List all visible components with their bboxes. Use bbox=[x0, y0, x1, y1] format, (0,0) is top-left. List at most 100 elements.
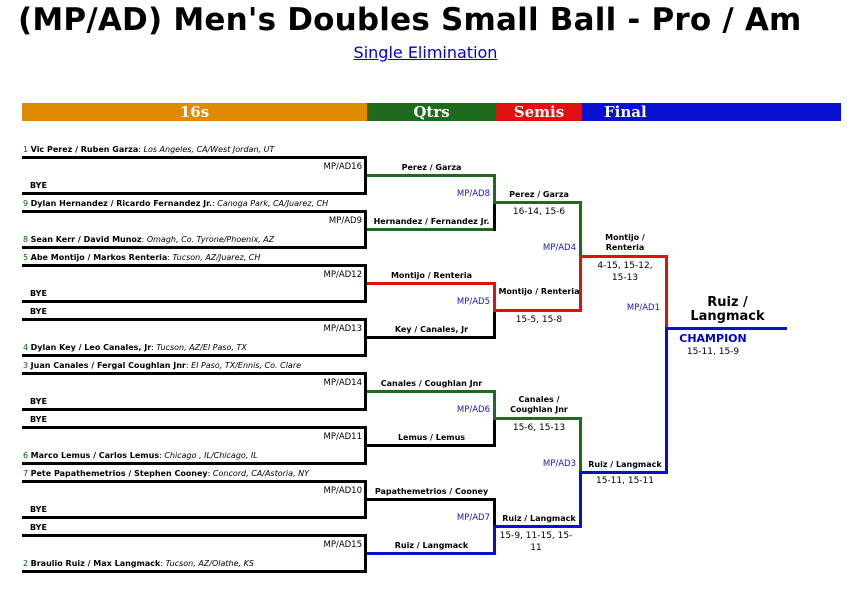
r16-connector bbox=[364, 480, 367, 519]
r16-connector bbox=[364, 264, 367, 303]
entry-separator: : bbox=[159, 451, 165, 460]
final-score: 15-11, 15-9 bbox=[686, 347, 740, 357]
qtr-score: 15-6, 15-13 bbox=[512, 423, 566, 433]
bracket-entry: 9 Dylan Hernandez / Ricardo Fernandez Jr… bbox=[23, 199, 328, 208]
entry-seed: 4 bbox=[23, 343, 31, 352]
r16-winner-name: Papathemetrios / Cooney bbox=[374, 487, 489, 496]
r16-match-code: MP/AD11 bbox=[323, 432, 363, 442]
bracket-entry: 3 Juan Canales / Fergal Coughlan Jnr: El… bbox=[23, 361, 301, 370]
r16-connector bbox=[364, 318, 367, 357]
r16-match-code: MP/AD16 bbox=[323, 162, 363, 172]
entry-line bbox=[22, 480, 367, 483]
entry-line bbox=[22, 210, 367, 213]
entry-seed: 9 bbox=[23, 199, 31, 208]
r16-winner-name: Ruiz / Langmack bbox=[394, 541, 469, 550]
semi-match-code: MP/AD3 bbox=[542, 459, 576, 469]
entry-name: BYE bbox=[30, 523, 47, 532]
r16-winner-name: Lemus / Lemus bbox=[397, 433, 466, 442]
qtr-winner-line bbox=[496, 309, 582, 312]
entry-line bbox=[22, 318, 367, 321]
semi-match-code: MP/AD4 bbox=[542, 243, 576, 253]
qtr-winner-name: Perez / Garza bbox=[509, 190, 569, 199]
r16-winner-line bbox=[367, 174, 496, 177]
bracket-entry: BYE bbox=[30, 307, 47, 316]
r16-connector bbox=[364, 156, 367, 195]
r16-connector bbox=[364, 534, 367, 573]
qtr-winner-name: Ruiz / Langmack bbox=[502, 514, 576, 523]
qtr-winner-line bbox=[496, 525, 582, 528]
entry-name: BYE bbox=[30, 307, 47, 316]
entry-name: BYE bbox=[30, 397, 47, 406]
entry-seed: 1 bbox=[23, 145, 31, 154]
entry-location: Tucson, AZ/Juarez, CH bbox=[172, 253, 261, 262]
r16-winner-name: Hernandez / Fernandez Jr. bbox=[373, 217, 490, 226]
entry-line bbox=[22, 408, 367, 411]
entry-location: Chicago , IL/Chicago, IL bbox=[164, 451, 258, 460]
bracket-entry: 6 Marco Lemus / Carlos Lemus: Chicago , … bbox=[23, 451, 258, 460]
semi-winner-name: Montijo / Renteria bbox=[605, 233, 645, 252]
qtr-connector-winner bbox=[493, 174, 496, 204]
entry-name: Sean Kerr / David Munoz bbox=[30, 235, 142, 244]
entry-separator: : bbox=[211, 199, 218, 208]
entry-seed: 5 bbox=[23, 253, 31, 262]
entry-name: BYE bbox=[30, 289, 47, 298]
entry-separator: : bbox=[185, 361, 192, 370]
entry-line bbox=[22, 372, 367, 375]
entry-separator: : bbox=[138, 145, 144, 154]
final-connector-winner bbox=[665, 327, 668, 474]
bracket-entry: BYE bbox=[30, 181, 47, 190]
header-16s: 16s bbox=[22, 103, 367, 121]
entry-seed: 2 bbox=[23, 559, 31, 568]
entry-line bbox=[22, 192, 367, 195]
entry-line bbox=[22, 534, 367, 537]
qtr-match-code: MP/AD6 bbox=[456, 405, 490, 415]
qtr-connector-winner bbox=[493, 525, 496, 555]
entry-separator: : bbox=[160, 559, 166, 568]
single-elimination-link[interactable]: Single Elimination bbox=[353, 43, 498, 62]
qtr-match-code: MP/AD8 bbox=[456, 189, 490, 199]
header-final: Final bbox=[582, 103, 841, 121]
subtitle: Single Elimination bbox=[0, 43, 851, 62]
r16-winner-name: Montijo / Renteria bbox=[390, 271, 473, 280]
bracket-entry: BYE bbox=[30, 289, 47, 298]
entry-location: El Paso, TX/Ennis, Co. Clare bbox=[191, 361, 302, 370]
r16-winner-name: Key / Canales, Jr bbox=[394, 325, 469, 334]
bracket-entry: BYE bbox=[30, 505, 47, 514]
r16-winner-name: Perez / Garza bbox=[401, 163, 462, 172]
bracket-entry: 8 Sean Kerr / David Munoz: Omagh, Co. Ty… bbox=[23, 235, 274, 244]
qtr-connector-winner bbox=[493, 282, 496, 312]
r16-winner-line bbox=[367, 498, 496, 501]
qtr-match-code: MP/AD7 bbox=[456, 513, 490, 523]
entry-location: Omagh, Co. Tyrone/Phoenix, AZ bbox=[146, 235, 275, 244]
header-semis: Semis bbox=[496, 103, 582, 121]
qtr-score: 15-5, 15-8 bbox=[515, 315, 563, 325]
entry-line bbox=[22, 426, 367, 429]
champion-line bbox=[668, 327, 787, 330]
champion-label: CHAMPION bbox=[679, 332, 747, 345]
r16-winner-line bbox=[367, 444, 496, 447]
entry-name: Dylan Key / Leo Canales, Jr bbox=[30, 343, 152, 352]
semi-winner-name: Ruiz / Langmack bbox=[588, 460, 662, 469]
qtr-score: 16-14, 15-6 bbox=[512, 207, 566, 217]
qtr-winner-line bbox=[496, 201, 582, 204]
entry-name: Braulio Ruiz / Max Langmack bbox=[30, 559, 161, 568]
semi-connector-winner bbox=[579, 471, 582, 528]
r16-connector bbox=[364, 372, 367, 411]
bracket-entry: BYE bbox=[30, 523, 47, 532]
entry-location: Los Angeles, CA/West Jordan, UT bbox=[143, 145, 275, 154]
r16-winner-line bbox=[367, 336, 496, 339]
entry-name: Marco Lemus / Carlos Lemus bbox=[30, 451, 160, 460]
semi-connector-winner bbox=[579, 255, 582, 312]
entry-separator: : bbox=[207, 469, 213, 478]
entry-line bbox=[22, 246, 367, 249]
entry-seed: 6 bbox=[23, 451, 31, 460]
r16-winner-line bbox=[367, 390, 496, 393]
entry-separator: : bbox=[151, 343, 157, 352]
bracket-entry: 5 Abe Montijo / Markos Renteria: Tucson,… bbox=[23, 253, 260, 262]
entry-separator: : bbox=[167, 253, 173, 262]
entry-location: Tucson, AZ/El Paso, TX bbox=[156, 343, 247, 352]
final-match-code: MP/AD1 bbox=[626, 303, 660, 313]
qtr-match-code: MP/AD5 bbox=[456, 297, 490, 307]
r16-match-code: MP/AD13 bbox=[323, 324, 363, 334]
semi-score: 4-15, 15-12, 15-13 bbox=[597, 261, 653, 283]
